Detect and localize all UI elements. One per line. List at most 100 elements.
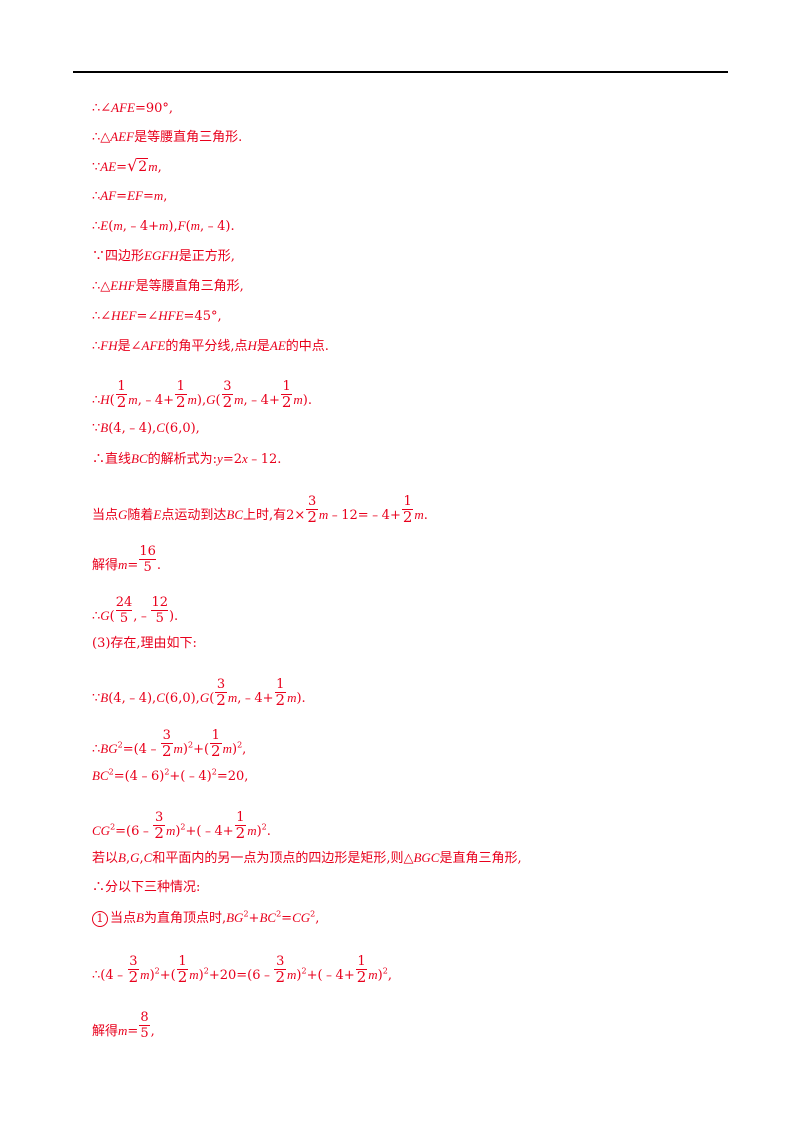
var: HEF (111, 308, 137, 323)
numerator: 1 (403, 494, 412, 509)
var: EHF (110, 278, 136, 293)
denominator: 2 (176, 968, 189, 986)
var: m (190, 218, 201, 233)
text: 若以 (92, 851, 119, 866)
text: +20=(6﹣ (208, 968, 274, 983)
var: C (156, 420, 165, 435)
text: ) (175, 824, 181, 839)
text: ﹣12. (247, 452, 282, 467)
numerator: 3 (276, 954, 285, 969)
text: . (266, 824, 271, 839)
text: +(﹣4) (169, 769, 212, 784)
text: 是 (256, 339, 270, 354)
text: 当点 (92, 508, 119, 523)
text: ∴ (92, 393, 101, 408)
denominator: 2 (221, 393, 234, 411)
exponent: 2 (310, 909, 316, 919)
exponent: 2 (110, 822, 116, 832)
line-2: ∴△AEF是等腰直角三角形. (92, 129, 242, 146)
text: ), (168, 219, 178, 234)
text: , (139, 851, 144, 866)
text: (4,﹣4), (108, 421, 157, 436)
denominator: 2 (234, 824, 247, 842)
text: ,﹣4+ (237, 691, 274, 706)
denominator: 5 (139, 559, 156, 575)
text: +(﹣4+ (306, 968, 355, 983)
text: ). (168, 609, 179, 624)
text: 是∠ (117, 339, 142, 354)
var: m (368, 967, 378, 982)
numerator: 1 (211, 728, 220, 743)
var: B (118, 850, 126, 865)
circled-number-1: 1 (92, 911, 108, 927)
var: G (206, 392, 216, 407)
text: , (242, 742, 247, 757)
var: y (217, 451, 223, 466)
header-rule (73, 71, 728, 73)
text: ∵ (92, 421, 101, 436)
line-11: ∵B(4,﹣4),C(6,0), (92, 420, 200, 437)
denominator: 2 (355, 968, 368, 986)
var: m (159, 218, 169, 233)
var: m (318, 507, 329, 522)
var: m (227, 690, 238, 705)
text: ,﹣4+ (243, 393, 280, 408)
denominator: 2 (401, 508, 414, 526)
numerator: 1 (176, 379, 185, 394)
var: m (118, 557, 128, 572)
var: C (143, 850, 153, 865)
text: , (315, 911, 320, 926)
line-3: ∵AE=√2m, (92, 158, 162, 176)
numerator: 3 (216, 677, 226, 692)
text: ) (198, 968, 204, 983)
exponent: 2 (261, 822, 267, 832)
var: BC (92, 768, 109, 783)
text: (6,0), (164, 691, 200, 706)
exponent: 2 (187, 740, 194, 750)
numerator: 8 (140, 1010, 149, 1025)
text: = (116, 189, 128, 204)
text: 和平面内的另一点为顶点的四边形是矩形,则△ (152, 851, 414, 866)
numerator: 1 (178, 954, 187, 969)
denominator: 2 (210, 742, 222, 760)
denominator: 2 (127, 968, 140, 986)
line-1: ∴∠AFE=90°, (92, 100, 173, 117)
text: ( (209, 691, 215, 706)
numerator: 3 (129, 954, 138, 969)
text: 的解析式为: (147, 452, 218, 467)
var: B (100, 690, 109, 705)
text: ,﹣4+ (137, 393, 174, 408)
text: ∴(4﹣ (92, 968, 127, 983)
text: ,﹣ (133, 609, 151, 624)
exponent: 2 (382, 966, 388, 976)
text: ( (108, 219, 114, 234)
denominator: 5 (115, 610, 133, 626)
line-12: ∴直线BC的解析式为:y=2x﹣12. (92, 451, 281, 468)
text: 的中点. (285, 339, 329, 354)
text: ). (296, 691, 306, 706)
var: CG (292, 910, 311, 925)
numerator: 1 (236, 810, 245, 825)
var: x (241, 451, 248, 466)
text: =90°, (135, 101, 174, 116)
text: ∴ (92, 742, 101, 757)
numerator: 3 (307, 494, 317, 509)
text: 点运动到达 (161, 508, 227, 523)
denominator: 2 (160, 742, 173, 760)
denominator: 2 (274, 691, 287, 709)
text: ( (109, 609, 115, 624)
text: +( (159, 968, 176, 983)
var: BC (226, 507, 244, 522)
denominator: 2 (174, 393, 187, 411)
var: m (287, 967, 297, 982)
